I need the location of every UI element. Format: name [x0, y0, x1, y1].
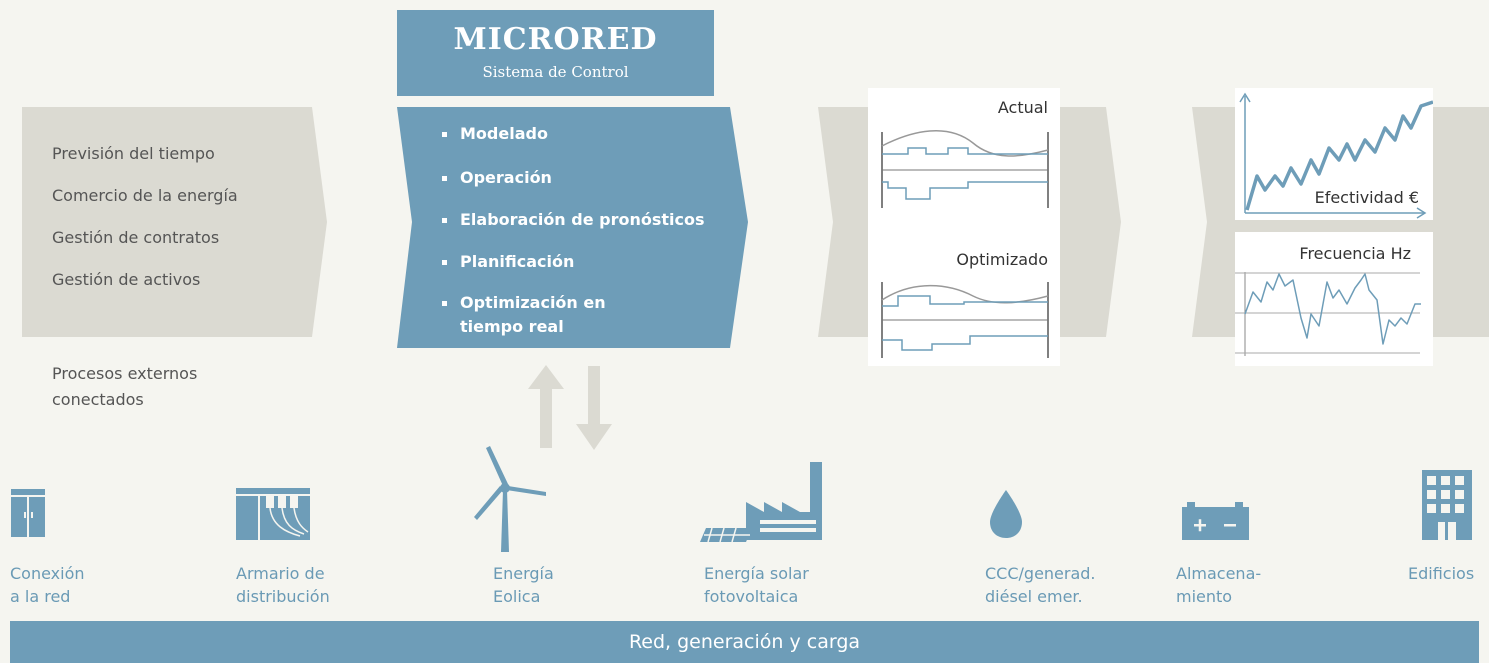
drop-icon: [990, 490, 1022, 538]
external-process-chevron: [22, 107, 327, 337]
effectiveness-label: Efectividad €: [1314, 188, 1419, 207]
optimized-curve: [881, 284, 1049, 304]
function-operation: Operación: [442, 168, 552, 187]
function-realtime-optimization: Optimización en: [442, 293, 606, 312]
function-planning: Planificación: [441, 252, 575, 271]
load-profile-panel: Actual Optimizado: [868, 88, 1060, 366]
external-caption-line2: conectados: [52, 390, 144, 409]
actual-lower-step: [882, 181, 1048, 200]
external-item-energy-trading: Comercio de la energía: [52, 186, 238, 205]
component-icons: [11, 446, 1472, 552]
optimized-label: Optimizado: [956, 250, 1048, 269]
microred-subtitle: Sistema de Control: [482, 63, 629, 81]
external-caption-line1: Procesos externos: [52, 364, 198, 383]
external-item-weather: Previsión del tiempo: [52, 144, 215, 163]
frequency-panel: Frecuencia Hz: [1235, 232, 1433, 366]
solar-factory-icon: [700, 462, 822, 543]
microred-title: MICRORED: [453, 22, 658, 57]
wind-turbine-icon: [474, 446, 546, 552]
external-item-assets: Gestión de activos: [52, 270, 201, 289]
arrow-down-icon: [576, 366, 612, 450]
frequency-line: [1244, 273, 1421, 345]
label-chp-diesel: CCC/generad.diésel emer.: [985, 564, 1096, 606]
optimized-chart: [881, 282, 1049, 358]
battery-icon: [1182, 502, 1249, 540]
effectiveness-panel: Efectividad €: [1235, 88, 1433, 220]
control-functions-chevron: [397, 107, 748, 348]
actual-curve: [881, 130, 1049, 157]
optimized-lower-step: [882, 335, 1048, 351]
function-realtime-optimization-line2: tiempo real: [460, 317, 564, 336]
exchange-arrows: [528, 365, 612, 450]
grid-generation-load-bar: Red, generación y carga: [10, 621, 1479, 663]
actual-chart: [881, 130, 1049, 208]
label-storage: Almacena-miento: [1176, 564, 1262, 606]
effectiveness-line: [1245, 100, 1433, 211]
distribution-cabinet-icon: [236, 488, 310, 540]
function-modeling: Modelado: [442, 124, 548, 143]
actual-label: Actual: [997, 98, 1048, 117]
actual-upper-step: [882, 147, 1048, 155]
optimized-upper-step: [882, 295, 1048, 307]
load-profile-charts: [881, 130, 1049, 358]
frequency-chart: [1235, 272, 1421, 356]
arrow-up-icon: [528, 365, 564, 448]
external-item-contracts: Gestión de contratos: [52, 228, 220, 247]
label-buildings: Edificios: [1408, 564, 1475, 583]
microred-title-box: MICRORED Sistema de Control: [397, 10, 714, 96]
grid-cabinet-icon: [11, 489, 45, 537]
frequency-label: Frecuencia Hz: [1299, 244, 1411, 263]
building-icon: [1422, 470, 1472, 540]
effectiveness-chart: [1239, 92, 1433, 219]
function-forecasting: Elaboración de pronósticos: [442, 210, 705, 229]
